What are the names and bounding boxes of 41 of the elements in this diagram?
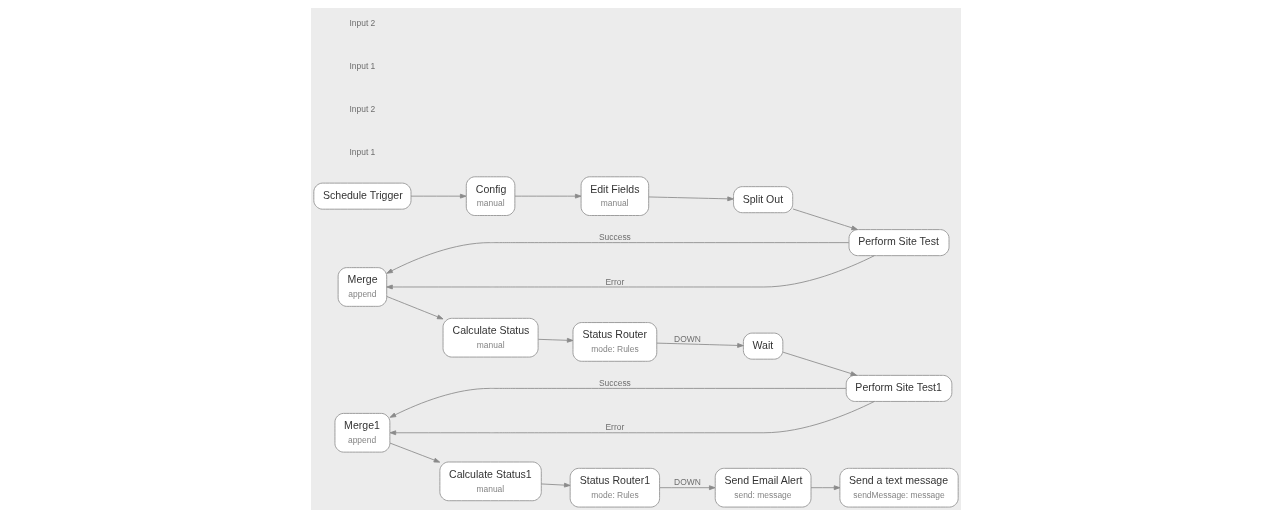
node-box: Config manual [465,176,515,216]
arrow [658,485,715,491]
edge-label: Error [605,422,624,433]
arrow [385,255,875,290]
arrow [514,193,581,199]
arrow [655,342,744,348]
node-box: Status Router1 mode: Rules [569,467,660,508]
arrow [385,242,849,274]
edge-label: Success [598,232,631,243]
arrow [389,442,440,463]
node-box: Split Out [732,186,793,214]
edge-label: Success [598,378,631,389]
label: Input 2 [349,103,375,114]
label: Input 1 [349,60,375,71]
arrow [389,387,846,418]
node-box: Merge1 append [333,412,390,453]
node-box: Calculate Status manual [442,317,539,358]
arrow [386,296,443,320]
edge-label: DOWN [673,477,701,488]
edge-label: Error [605,276,624,287]
label: Input 2 [349,17,375,28]
node-box: Schedule Trigger [312,182,411,210]
arrow [782,351,857,376]
node-box: Edit Fields manual [580,176,649,216]
arrow [537,337,573,343]
node-box: Merge append [337,267,387,307]
node-box: Wait [742,332,783,360]
node-box: Calculate Status1 manual [438,461,542,502]
label: Input 1 [349,146,375,157]
arrow [540,482,570,488]
edge-label: DOWN [673,333,701,344]
node-box: Send a text message sendMessage: message [838,467,959,508]
arrow [810,485,840,491]
node-box: Perform Site Test [848,229,950,257]
node-box: Status Router mode: Rules [571,322,657,362]
arrow [647,196,734,202]
node-box: Send Email Alert send: message [714,467,811,508]
arrow [792,208,858,231]
node-box: Perform Site Test1 [845,374,952,402]
arrow [410,193,466,199]
arrow [389,401,875,436]
